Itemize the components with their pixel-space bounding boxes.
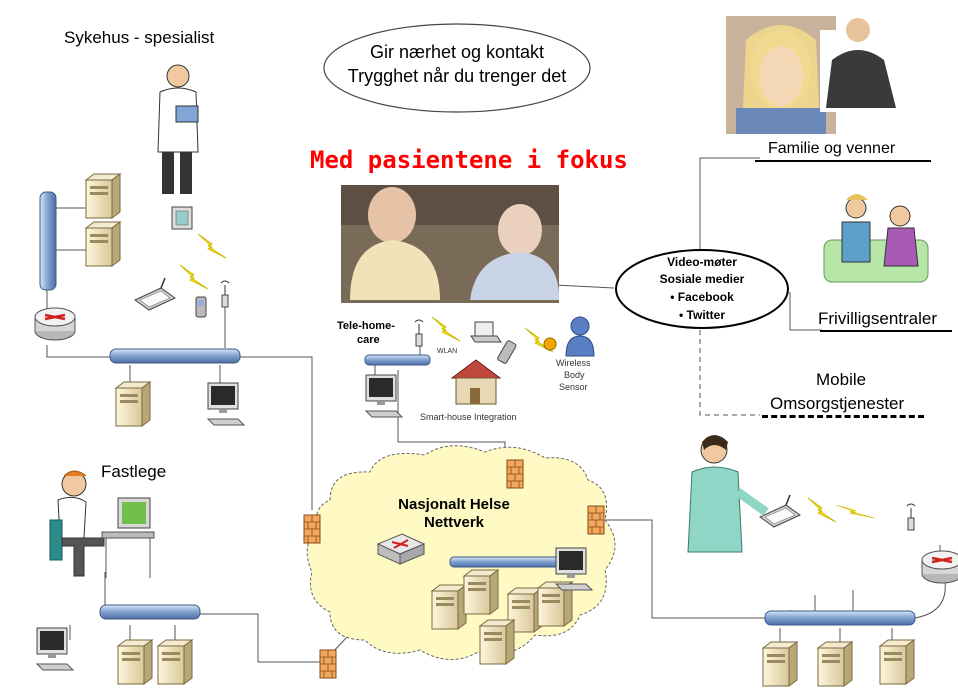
mobile-label-2: Omsorgstjenester <box>770 394 905 413</box>
network-title-2: Nettverk <box>423 514 485 531</box>
smarthouse-label: Smart-house Integration <box>420 412 517 422</box>
network-title-1: Nasjonalt Helse <box>398 496 510 513</box>
tagline-ellipse: Gir nærhet og kontakt Trygghet når du tr… <box>322 22 592 114</box>
video-call-photo <box>726 16 906 134</box>
hospital-label: Sykehus - spesialist <box>64 28 215 47</box>
facebook-item: • Facebook <box>670 290 734 304</box>
family-underline <box>755 160 931 162</box>
video-meetings-label: Video-møter <box>667 255 737 269</box>
tagline-line-2: Trygghet når du trenger det <box>347 66 567 86</box>
gp-label: Fastlege <box>101 462 167 481</box>
twitter-label: Twitter <box>686 308 725 322</box>
mobile-label-1: Mobile <box>816 370 867 389</box>
doctor-icon <box>157 64 199 194</box>
facebook-label: Facebook <box>677 290 734 304</box>
telehome-label-1: Tele-home- <box>337 320 395 332</box>
volunteers-icon <box>823 194 929 283</box>
telehome-label-2: care <box>357 334 380 346</box>
office-worker-icon <box>49 470 155 578</box>
couple-photo <box>341 185 560 303</box>
sensor-label-3: Sensor <box>559 382 588 392</box>
volunteer-label: Frivilligsentraler <box>818 309 938 328</box>
sensor-label-2: Body <box>564 370 585 380</box>
wlan-label: WLAN <box>437 348 458 355</box>
nurse-icon <box>687 435 769 553</box>
tagline-line-1: Gir nærhet og kontakt <box>369 42 545 62</box>
video-social-ellipse: Video-møter Sosiale medier • Facebook • … <box>614 248 790 330</box>
mobile-underline <box>762 415 924 418</box>
family-label: Familie og venner <box>768 140 896 157</box>
volunteer-underline <box>820 330 952 332</box>
sensor-label-1: Wireless <box>556 358 591 368</box>
main-title: Med pasientene i fokus <box>310 146 628 174</box>
twitter-item: • Twitter <box>679 308 725 322</box>
social-media-label: Sosiale medier <box>659 272 745 286</box>
